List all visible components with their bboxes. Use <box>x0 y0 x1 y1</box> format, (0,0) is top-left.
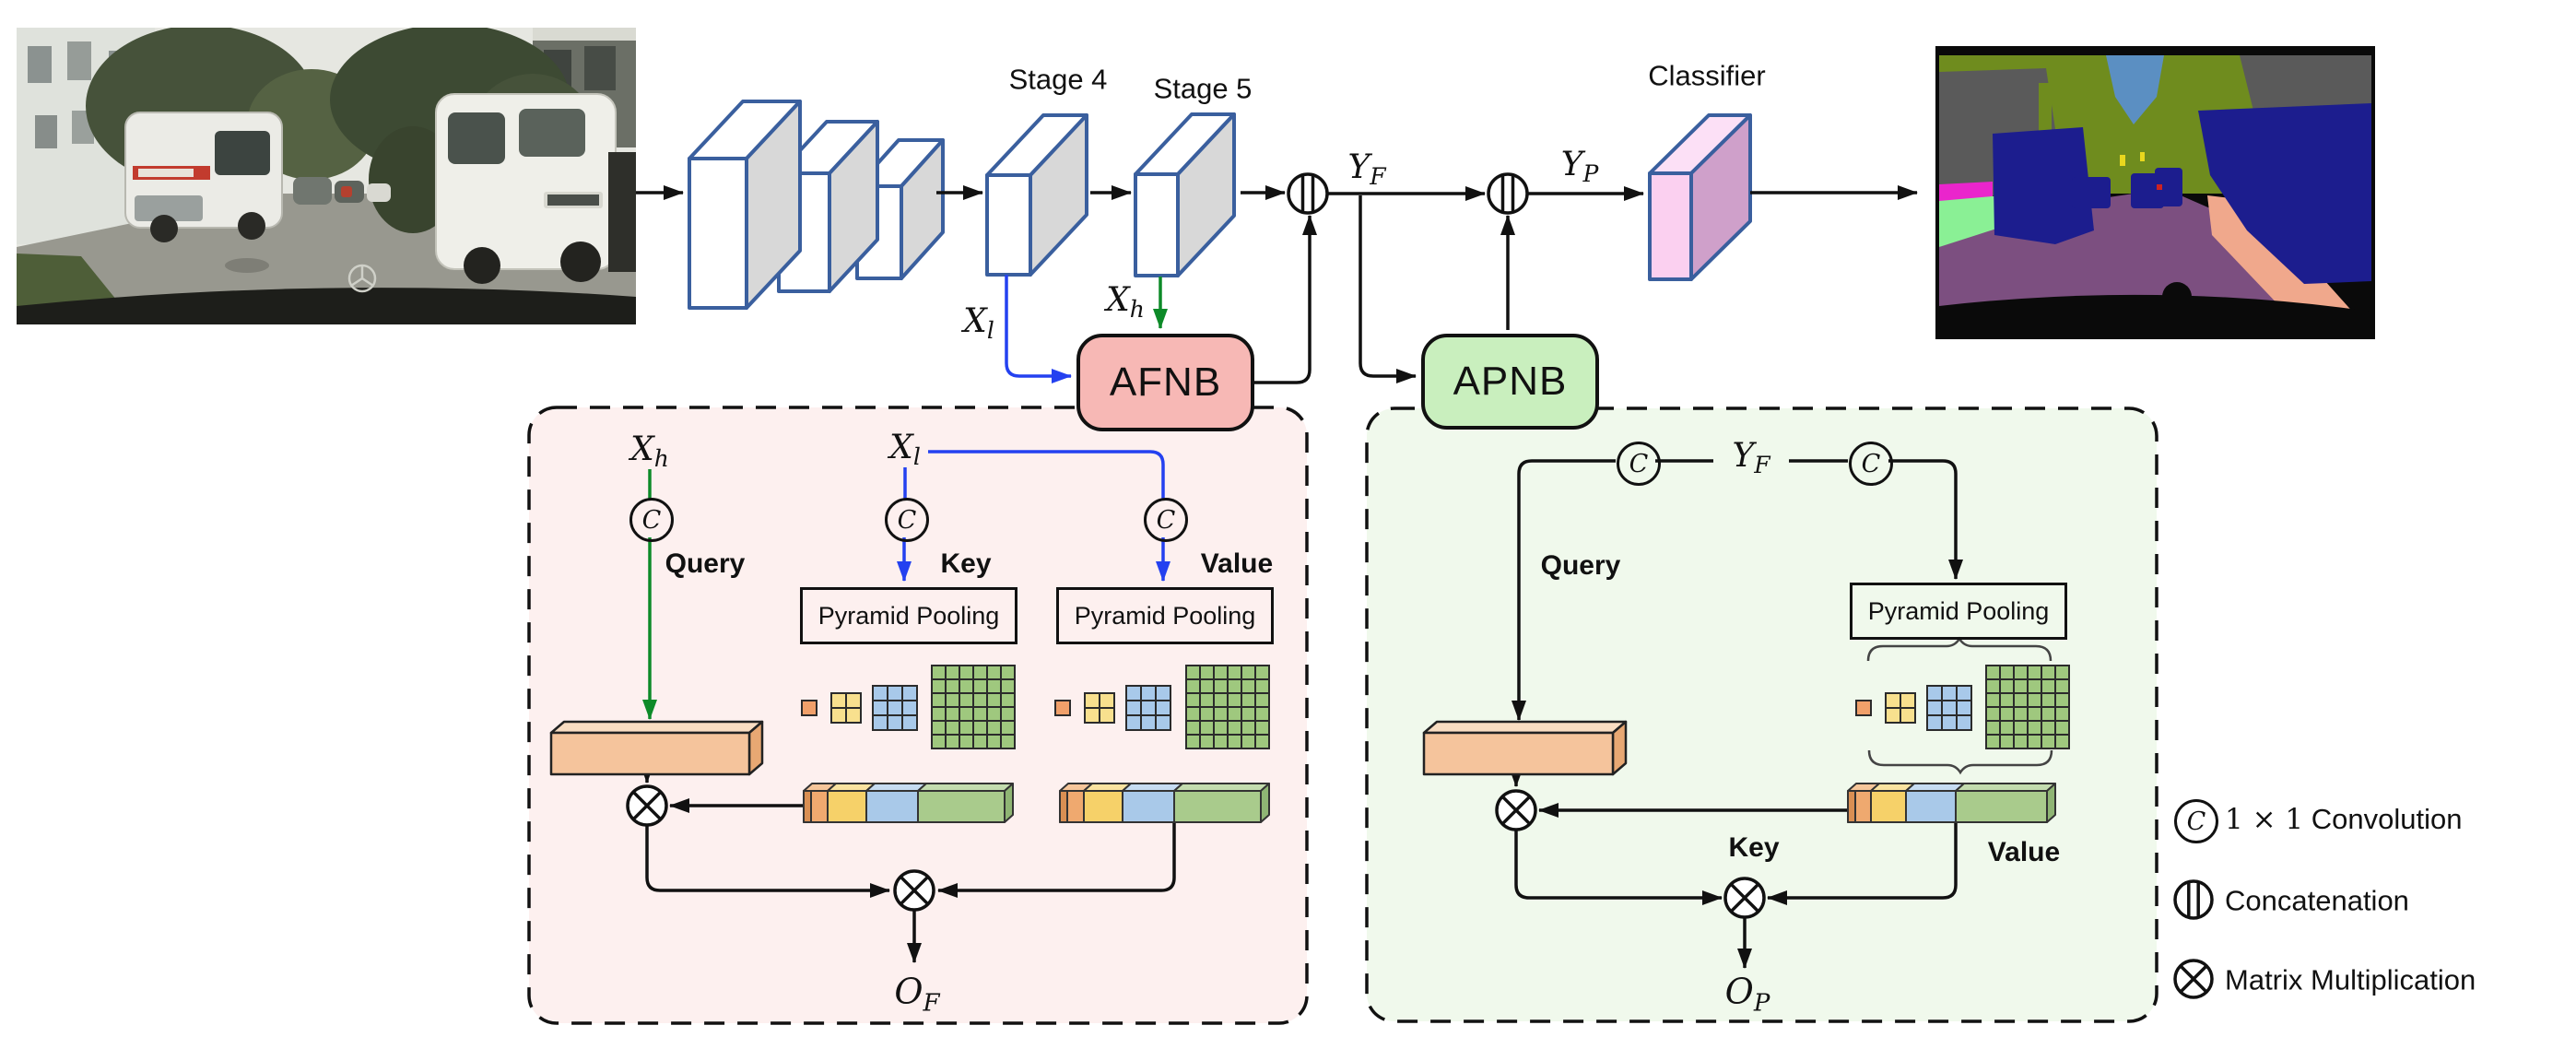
backbone-stage1-box <box>688 100 802 310</box>
conv-node-left-apnb: C <box>1617 442 1661 486</box>
query-label-afnb: Query <box>665 548 746 579</box>
apnb-block-label: APNB <box>1453 359 1568 404</box>
op-output-label: OP <box>1724 971 1770 1018</box>
pyramid-pooling-label: Pyramid Pooling <box>1074 601 1256 630</box>
concat-icon <box>2173 879 2214 920</box>
classifier-box <box>1648 113 1752 281</box>
legend-item-concatenation: Concatenation <box>2225 884 2409 917</box>
of-output-label: OF <box>894 971 940 1018</box>
stage4-label: Stage 4 <box>1008 63 1108 96</box>
conv-icon: C <box>2174 799 2218 843</box>
query-bar-apnb <box>1422 720 1628 776</box>
matmul-nodes <box>626 784 1766 919</box>
classifier-label: Classifier <box>1648 59 1766 92</box>
key-label-afnb: Key <box>940 548 992 579</box>
afnb-block-label: AFNB <box>1109 359 1222 405</box>
pyramid-grids <box>801 665 2070 749</box>
xl-detail-label: Xl <box>889 429 921 470</box>
green-connectors <box>642 277 1168 720</box>
conv-node-value-afnb: C <box>1144 498 1188 542</box>
query-label-apnb: Query <box>1540 550 1621 581</box>
pyramid-pooling-box-apnb: Pyramid Pooling <box>1850 583 2067 640</box>
yf-label: YF <box>1347 148 1386 190</box>
pyramid-pooling-box-key: Pyramid Pooling <box>800 587 1017 644</box>
xl-pipeline-label: Xl <box>963 302 994 344</box>
yf-detail-label: YF <box>1732 437 1770 478</box>
legend-item-matmul: Matrix Multiplication <box>2225 963 2476 996</box>
blue-connectors <box>897 275 1170 582</box>
xh-pipeline-label: Xh <box>1106 281 1145 323</box>
afnb-block: AFNB <box>1076 334 1254 431</box>
flat-bar-apnb <box>1847 783 2056 823</box>
pyramid-pooling-box-value: Pyramid Pooling <box>1056 587 1274 644</box>
pyramid-pooling-label: Pyramid Pooling <box>1867 596 2050 625</box>
apnb-block: APNB <box>1421 334 1599 430</box>
legend-item-convolution: 1 × 1 Convolution <box>2225 803 2463 836</box>
segmentation-output <box>1935 46 2375 339</box>
black-connectors <box>636 185 1963 969</box>
stage5-label: Stage 5 <box>1153 72 1253 105</box>
conv-node-key-afnb: C <box>885 498 929 542</box>
key-label-apnb: Key <box>1728 832 1780 863</box>
stage5-box <box>1134 112 1236 277</box>
value-label-apnb: Value <box>1987 837 2061 867</box>
yp-label: YP <box>1560 146 1599 187</box>
xh-detail-label: Xh <box>630 430 669 472</box>
left-van <box>124 112 283 242</box>
stage4-box <box>985 113 1088 277</box>
conv-node-query-afnb: C <box>629 498 674 542</box>
backbone-stage2-box <box>777 120 879 293</box>
input-photo <box>17 28 636 324</box>
conv-node-right-apnb: C <box>1849 442 1893 486</box>
concat-node-yp <box>1487 172 1529 215</box>
flat-bar-afnb-key <box>803 783 1014 823</box>
pyramid-pooling-label: Pyramid Pooling <box>817 601 1000 630</box>
right-van <box>435 93 617 284</box>
matmul-icon <box>2173 959 2214 999</box>
value-label-afnb: Value <box>1200 548 1274 579</box>
query-bar-afnb <box>549 720 764 776</box>
flat-bar-afnb-value <box>1059 783 1270 823</box>
concat-node-yf <box>1287 172 1329 215</box>
